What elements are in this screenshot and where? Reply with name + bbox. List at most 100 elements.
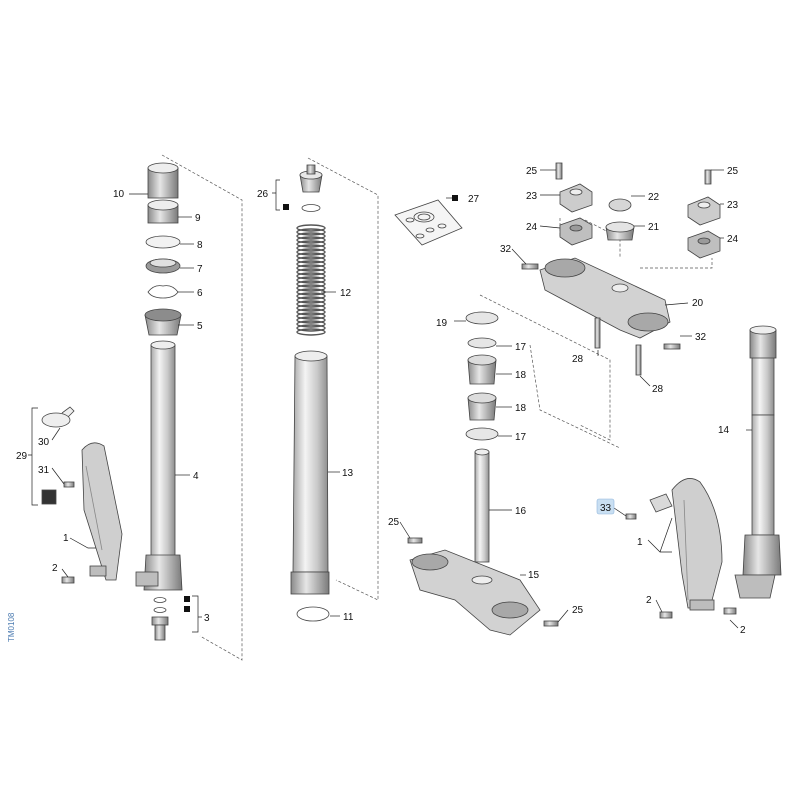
callout-27[interactable]: 27 xyxy=(468,194,480,205)
callout-2-left[interactable]: 2 xyxy=(52,563,58,574)
part-16-steering-stem xyxy=(474,448,490,563)
part-32-bolt-left xyxy=(521,263,539,270)
part-19-dust-cover xyxy=(465,311,499,325)
callout-17-lower[interactable]: 17 xyxy=(515,432,527,443)
callout-2-right-b[interactable]: 2 xyxy=(740,625,746,636)
spring-coil xyxy=(296,248,326,256)
callout-14[interactable]: 14 xyxy=(718,425,730,436)
part-1-fork-guard-right xyxy=(671,478,723,611)
kit-square-icon xyxy=(184,606,190,612)
part-21-steering-nut xyxy=(605,221,635,241)
callout-23-left[interactable]: 23 xyxy=(526,191,538,202)
callout-11[interactable]: 11 xyxy=(343,612,354,623)
callout-1-right[interactable]: 1 xyxy=(637,537,643,548)
callout-32-left[interactable]: 32 xyxy=(500,244,512,255)
part-23-clamp-top-left xyxy=(559,183,593,213)
part-4-outer-tube xyxy=(135,340,183,591)
spring-coil xyxy=(296,328,326,336)
part-28-bolt-right xyxy=(635,344,642,376)
right-fork-assembly xyxy=(613,325,782,629)
callout-4[interactable]: 4 xyxy=(193,471,199,482)
left-fork-assembly xyxy=(28,154,243,661)
kit-square-icon xyxy=(452,195,458,201)
callout-7[interactable]: 7 xyxy=(197,264,203,275)
spring-coil xyxy=(296,252,326,260)
callout-18-lower[interactable]: 18 xyxy=(515,403,527,414)
callout-26[interactable]: 26 xyxy=(257,189,269,200)
spring-coil xyxy=(296,304,326,312)
part-26-top-plug xyxy=(299,164,323,212)
callout-8[interactable]: 8 xyxy=(197,240,203,251)
part-2-screw-right-a xyxy=(659,611,673,619)
spring-coil xyxy=(296,264,326,272)
callout-18-upper[interactable]: 18 xyxy=(515,370,527,381)
callout-30[interactable]: 30 xyxy=(38,437,50,448)
spring-coil xyxy=(296,268,326,276)
part-25-bolt-top-right xyxy=(704,169,712,185)
spring-coil xyxy=(296,312,326,320)
part-30-clamp xyxy=(41,406,75,428)
part-24-clamp-bottom-left xyxy=(559,217,593,246)
spring-coil xyxy=(296,300,326,308)
callout-5[interactable]: 5 xyxy=(197,321,203,332)
spring-coil xyxy=(296,280,326,288)
callout-24-right[interactable]: 24 xyxy=(727,234,739,245)
spring-coil xyxy=(296,256,326,264)
callout-10[interactable]: 10 xyxy=(113,189,125,200)
spring-coil xyxy=(296,228,326,236)
callout-2-right-a[interactable]: 2 xyxy=(646,595,652,606)
part-24-clamp-bottom-right xyxy=(687,230,721,259)
callout-6[interactable]: 6 xyxy=(197,288,203,299)
part-17-race-lower xyxy=(465,427,499,441)
callout-25-top-right[interactable]: 25 xyxy=(727,166,739,177)
part-9-bushing xyxy=(147,199,179,224)
callout-24-left[interactable]: 24 xyxy=(526,222,538,233)
part-28-bolt-left xyxy=(594,317,601,349)
callout-19[interactable]: 19 xyxy=(436,318,448,329)
callout-labels: 10 9 8 7 6 5 4 3 29 30 31 1 2 26 12 13 1… xyxy=(16,166,746,636)
kit-square-icon xyxy=(184,596,190,602)
part-7-seal xyxy=(145,258,181,274)
callout-9[interactable]: 9 xyxy=(195,213,201,224)
part-23-clamp-top-right xyxy=(687,196,721,226)
part-12-spring xyxy=(296,224,326,336)
part-8-washer xyxy=(145,235,181,249)
callout-16[interactable]: 16 xyxy=(515,506,527,517)
part-2-screw xyxy=(61,576,75,584)
part-32-bolt-right xyxy=(663,343,681,350)
callout-23-right[interactable]: 23 xyxy=(727,200,739,211)
callout-15[interactable]: 15 xyxy=(528,570,540,581)
callout-31[interactable]: 31 xyxy=(38,465,50,476)
spring-coil xyxy=(296,260,326,268)
callout-22[interactable]: 22 xyxy=(648,192,660,203)
part-25-bolt-top-left xyxy=(555,162,563,180)
part-18-bearing-upper xyxy=(467,354,497,385)
callout-25-top-left[interactable]: 25 xyxy=(526,166,538,177)
spring-coil xyxy=(296,240,326,248)
part-2-screw-right-b xyxy=(723,607,737,615)
spring-coil xyxy=(296,276,326,284)
part-17-race-upper xyxy=(467,337,497,349)
callout-21[interactable]: 21 xyxy=(648,222,660,233)
callout-17-upper[interactable]: 17 xyxy=(515,342,527,353)
callout-25-lower-right[interactable]: 25 xyxy=(572,605,584,616)
part-14-outer-tube xyxy=(734,325,782,599)
callout-3[interactable]: 3 xyxy=(204,613,210,624)
callout-28-right[interactable]: 28 xyxy=(652,384,664,395)
highlight-box xyxy=(596,498,615,515)
spring-coil xyxy=(296,224,326,232)
callout-20[interactable]: 20 xyxy=(692,298,704,309)
callout-25-lower-left[interactable]: 25 xyxy=(388,517,400,528)
part-15-lower-triple-clamp xyxy=(409,549,541,636)
callout-29[interactable]: 29 xyxy=(16,451,28,462)
callout-33[interactable]: 33 xyxy=(600,503,612,514)
callout-12[interactable]: 12 xyxy=(340,288,352,299)
callout-1-left[interactable]: 1 xyxy=(63,533,69,544)
part-6-clip xyxy=(147,285,179,299)
callout-13[interactable]: 13 xyxy=(342,468,354,479)
spring-coil xyxy=(296,232,326,240)
callout-32-right[interactable]: 32 xyxy=(695,332,707,343)
spring-coil xyxy=(296,284,326,292)
callout-28-left[interactable]: 28 xyxy=(572,354,584,365)
